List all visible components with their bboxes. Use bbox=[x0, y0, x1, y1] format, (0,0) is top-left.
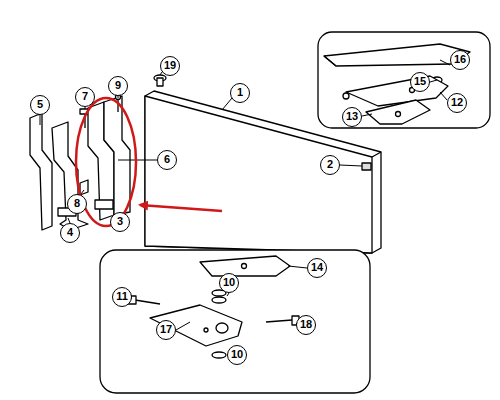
callout-number: 13 bbox=[342, 107, 362, 127]
callout-number: 19 bbox=[160, 56, 180, 76]
callout-number: 15 bbox=[410, 72, 430, 92]
callout-number: 12 bbox=[447, 93, 467, 113]
callout-number: 9 bbox=[108, 76, 128, 96]
callout-number: 14 bbox=[307, 258, 327, 278]
callout-number: 1 bbox=[230, 83, 250, 103]
callout-number: 16 bbox=[450, 50, 470, 70]
callout-number: 10 bbox=[219, 273, 239, 293]
callout-number: 18 bbox=[296, 315, 316, 335]
callout-number: 2 bbox=[320, 155, 340, 175]
callout-number: 4 bbox=[60, 223, 80, 243]
callout-number: 17 bbox=[156, 320, 176, 340]
callout-number: 11 bbox=[112, 287, 132, 307]
callout-number: 10 bbox=[227, 345, 247, 365]
callout-number: 3 bbox=[110, 212, 130, 232]
callout-number: 5 bbox=[30, 95, 50, 115]
callout-number: 8 bbox=[67, 194, 87, 214]
callout-number: 6 bbox=[157, 150, 177, 170]
callout-number: 7 bbox=[75, 87, 95, 107]
